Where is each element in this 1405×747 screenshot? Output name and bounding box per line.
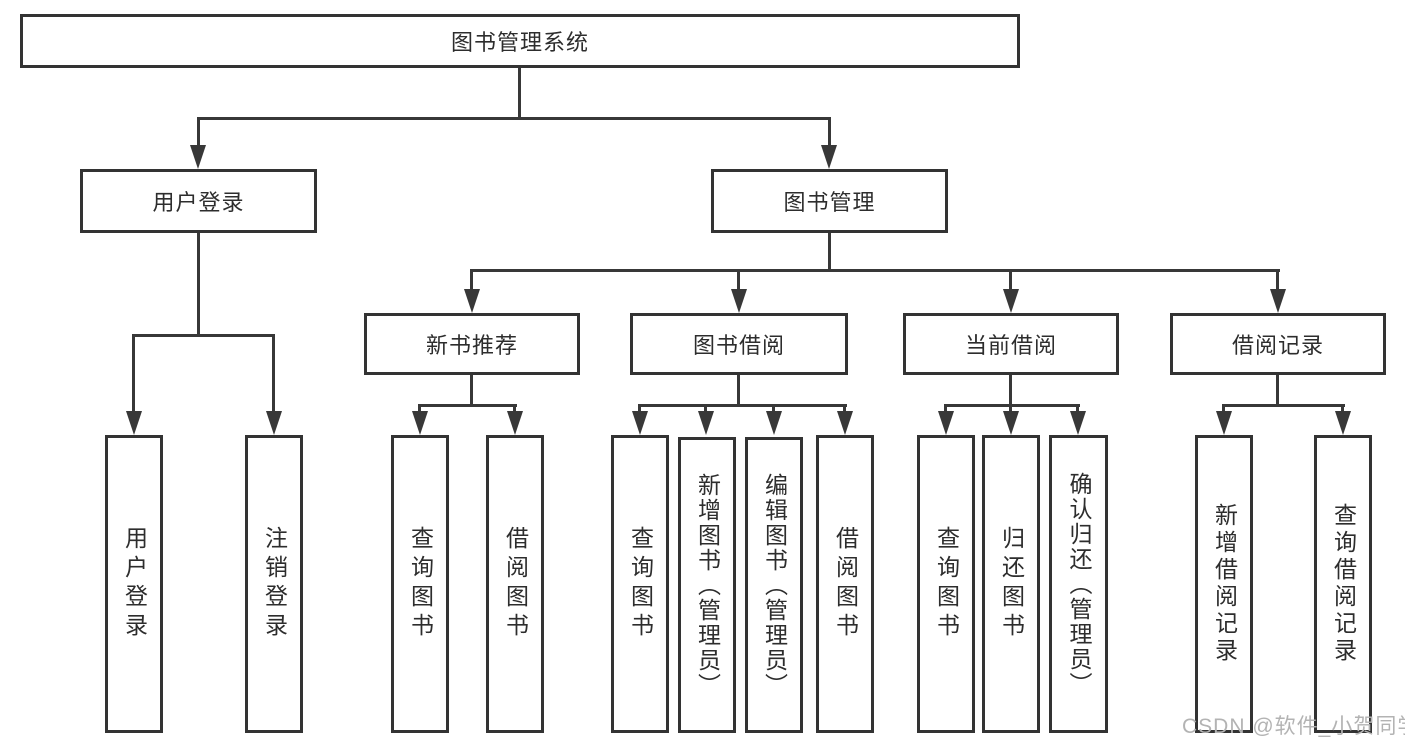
node-new-book-recommend: 新书推荐 xyxy=(364,313,580,375)
arrowhead-leaf-logout-icon xyxy=(266,411,282,435)
leaf-bb-query-books: 查询图书 xyxy=(611,435,669,733)
leaf-cb-confirm-return-admin: 确认归还（管理员） xyxy=(1049,435,1108,733)
connector-bb-drop-3 xyxy=(772,404,775,414)
node-label: 借阅图书 xyxy=(502,526,529,642)
arrowhead-br-query-icon xyxy=(1335,411,1351,435)
node-borrowing-records: 借阅记录 xyxy=(1170,313,1386,375)
node-label: 借阅记录 xyxy=(1231,333,1324,358)
arrowhead-cb-confirm-icon xyxy=(1070,411,1086,435)
connector-cb-drop-3 xyxy=(1076,404,1079,414)
connector-bm-drop-4 xyxy=(1276,269,1279,291)
connector-nbr-drop-2 xyxy=(513,404,516,414)
connector-root-left-drop xyxy=(197,117,200,147)
connector-bm-drop-1 xyxy=(470,269,473,291)
arrowhead-book-borrowing-icon xyxy=(731,289,747,313)
node-label: 编辑图书（管理员） xyxy=(761,472,788,698)
connector-cb-drop-1 xyxy=(944,404,947,414)
node-label: 新增图书（管理员） xyxy=(694,472,721,698)
arrowhead-user-login-icon xyxy=(190,145,206,169)
leaf-logout-login: 注销登录 xyxy=(245,435,303,733)
connector-book-management-hbar xyxy=(470,269,1280,272)
node-label: 查询借阅记录 xyxy=(1330,503,1357,665)
arrowhead-bb-query-icon xyxy=(632,411,648,435)
connector-nbr-stem xyxy=(470,373,473,406)
node-book-management: 图书管理 xyxy=(711,169,948,233)
connector-cb-stem xyxy=(1009,373,1012,406)
arrowhead-cb-query-icon xyxy=(938,411,954,435)
arrowhead-nbr-query-icon xyxy=(412,411,428,435)
node-label: 图书管理系统 xyxy=(450,30,589,55)
leaf-bb-edit-books-admin: 编辑图书（管理员） xyxy=(745,437,803,733)
arrowhead-current-borrowing-icon xyxy=(1003,289,1019,313)
node-library-system: 图书管理系统 xyxy=(20,14,1020,68)
leaf-cb-return-books: 归还图书 xyxy=(982,435,1040,733)
connector-nbr-drop-1 xyxy=(418,404,421,414)
leaf-br-add-record: 新增借阅记录 xyxy=(1195,435,1253,733)
leaf-nbr-borrow-books: 借阅图书 xyxy=(486,435,544,733)
arrowhead-leaf-user-login-icon xyxy=(126,411,142,435)
connector-br-hbar xyxy=(1222,404,1345,407)
connector-root-right-drop xyxy=(828,117,831,147)
leaf-user-login: 用户登录 xyxy=(105,435,163,733)
arrowhead-cb-return-icon xyxy=(1003,411,1019,435)
arrowhead-bb-add-icon xyxy=(698,411,714,435)
node-book-borrowing: 图书借阅 xyxy=(630,313,848,375)
node-label: 用户登录 xyxy=(152,190,245,215)
connector-user-login-drop-2 xyxy=(272,334,275,412)
leaf-nbr-query-books: 查询图书 xyxy=(391,435,449,733)
leaf-bb-borrow-books: 借阅图书 xyxy=(816,435,874,733)
node-label: 图书借阅 xyxy=(692,333,785,358)
node-label: 查询图书 xyxy=(933,526,960,642)
node-label: 用户登录 xyxy=(121,526,148,642)
arrowhead-bb-edit-icon xyxy=(766,411,782,435)
node-label: 借阅图书 xyxy=(832,526,859,642)
connector-bb-drop-1 xyxy=(638,404,641,414)
connector-nbr-hbar xyxy=(418,404,517,407)
node-current-borrowing: 当前借阅 xyxy=(903,313,1119,375)
node-label: 新增借阅记录 xyxy=(1211,503,1238,665)
arrowhead-nbr-borrow-icon xyxy=(507,411,523,435)
node-label: 注销登录 xyxy=(261,526,288,642)
connector-cb-drop-2 xyxy=(1009,404,1012,414)
watermark: CSDN @软件_小贺同学 xyxy=(1182,715,1405,738)
connector-br-drop-1 xyxy=(1222,404,1225,414)
connector-bb-stem xyxy=(737,373,740,406)
node-label: 当前借阅 xyxy=(964,333,1057,358)
connector-bm-drop-2 xyxy=(737,269,740,291)
node-label: 图书管理 xyxy=(783,190,876,215)
connector-user-login-stem xyxy=(197,231,200,336)
arrowhead-borrowing-records-icon xyxy=(1270,289,1286,313)
arrowhead-new-book-recommend-icon xyxy=(464,289,480,313)
node-label: 新书推荐 xyxy=(425,333,518,358)
connector-br-stem xyxy=(1276,373,1279,406)
node-user-login: 用户登录 xyxy=(80,169,317,233)
connector-bb-hbar xyxy=(638,404,847,407)
connector-root-stem xyxy=(518,66,521,119)
connector-book-management-stem xyxy=(828,231,831,272)
connector-user-login-hbar xyxy=(132,334,275,337)
node-label: 查询图书 xyxy=(627,526,654,642)
connector-root-hbar xyxy=(197,117,831,120)
connector-cb-hbar xyxy=(944,404,1080,407)
connector-bb-drop-4 xyxy=(843,404,846,414)
leaf-br-query-record: 查询借阅记录 xyxy=(1314,435,1372,733)
node-label: 查询图书 xyxy=(407,526,434,642)
node-label: 确认归还（管理员） xyxy=(1066,471,1092,697)
arrowhead-br-add-icon xyxy=(1216,411,1232,435)
connector-bm-drop-3 xyxy=(1009,269,1012,291)
leaf-cb-query-books: 查询图书 xyxy=(917,435,975,733)
leaf-bb-add-books-admin: 新增图书（管理员） xyxy=(678,437,736,733)
connector-bb-drop-2 xyxy=(704,404,707,414)
node-label: 归还图书 xyxy=(998,526,1025,642)
connector-br-drop-2 xyxy=(1341,404,1344,414)
arrowhead-bb-borrow-icon xyxy=(837,411,853,435)
arrowhead-book-management-icon xyxy=(821,145,837,169)
connector-user-login-drop-1 xyxy=(132,334,135,412)
